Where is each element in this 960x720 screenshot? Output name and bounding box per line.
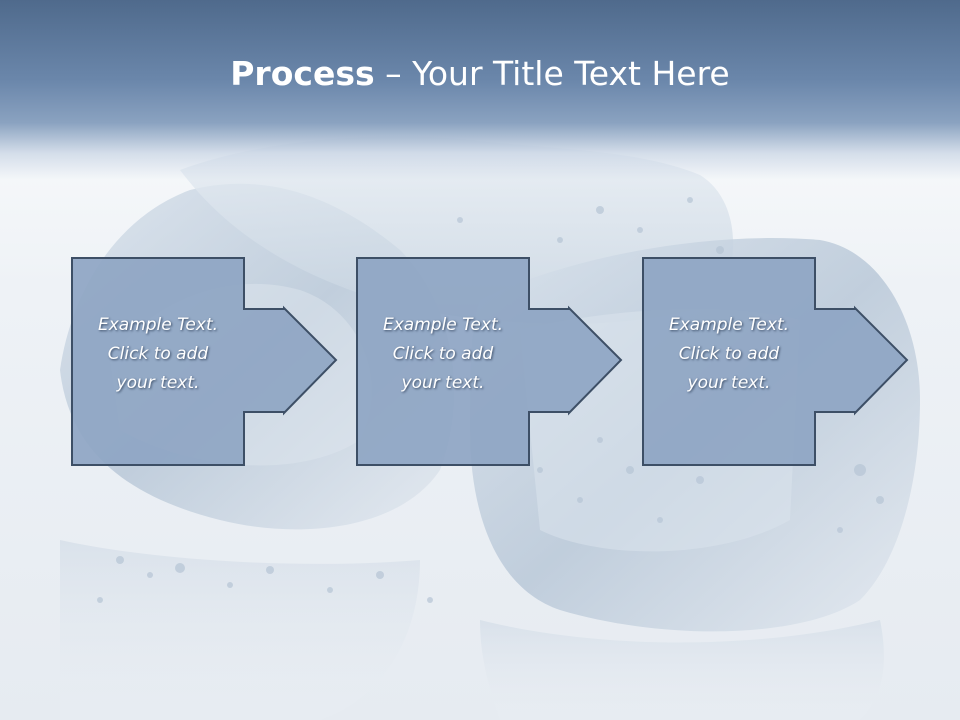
process-step-1-shape[interactable] xyxy=(71,257,338,466)
step-line: Click to add xyxy=(678,344,780,364)
step-line: Example Text. xyxy=(97,315,219,335)
step-line: your text. xyxy=(401,373,485,393)
step-line: your text. xyxy=(687,373,771,393)
process-step-1-text[interactable]: Example Text. Click to add your text. xyxy=(72,311,244,398)
process-step-2-text[interactable]: Example Text. Click to add your text. xyxy=(357,311,529,398)
process-step-2-shape[interactable] xyxy=(356,257,623,466)
process-step-3-shape[interactable] xyxy=(642,257,909,466)
step-line: Click to add xyxy=(107,344,209,364)
step-line: Example Text. xyxy=(382,315,504,335)
slide-title[interactable]: Process – Your Title Text Here xyxy=(0,52,960,96)
process-step-3-text[interactable]: Example Text. Click to add your text. xyxy=(643,311,815,398)
title-rest-part: – Your Title Text Here xyxy=(374,54,730,93)
step-line: Click to add xyxy=(392,344,494,364)
title-band xyxy=(0,0,960,180)
title-bold-part: Process xyxy=(230,54,375,93)
step-line: Example Text. xyxy=(668,315,790,335)
step-line: your text. xyxy=(116,373,200,393)
